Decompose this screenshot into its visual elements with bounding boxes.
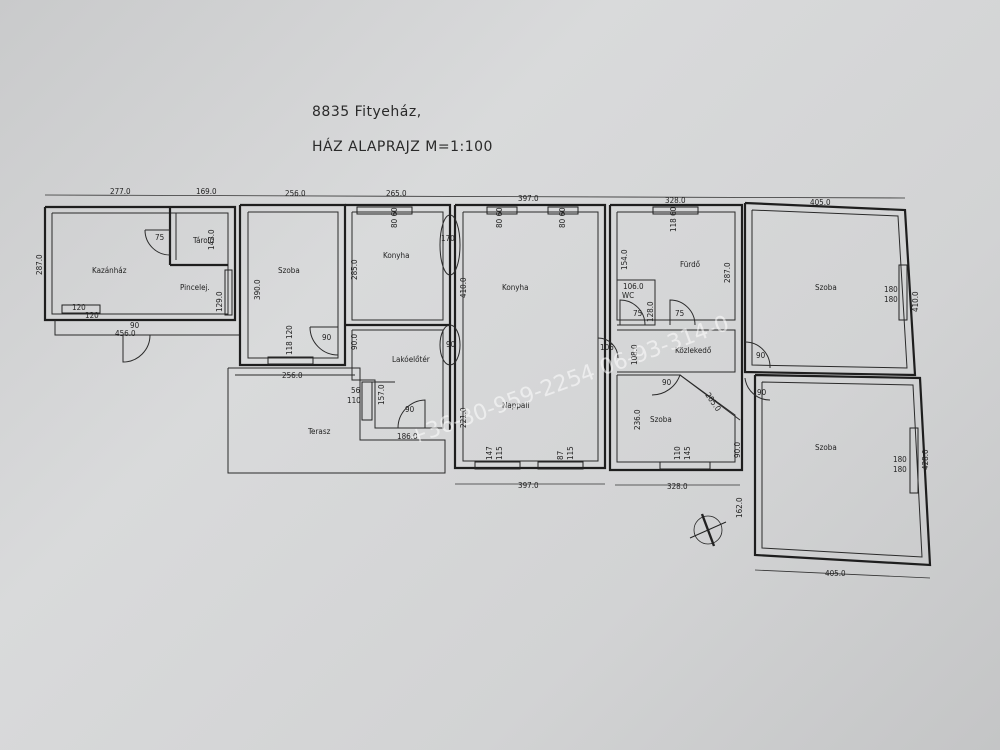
dim-456: 456.0 [115, 329, 136, 338]
room-label-lakoeloter: Lakóelőtér [392, 354, 430, 364]
dim-128: 128.0 [646, 301, 655, 322]
window-110: 110 [673, 446, 682, 460]
window-180a: 180 [884, 285, 898, 294]
window-180b: 180 [884, 295, 898, 304]
room-label-kazanhaz: Kazánház [92, 266, 127, 275]
room-label-szoba4: Szoba [815, 443, 837, 452]
window-87: 87 [556, 451, 565, 460]
room-label-tarolo: Tároló [192, 235, 215, 245]
dim-397-bottom: 397.0 [518, 481, 539, 490]
room-label-pincelej: Pincelej. [180, 283, 210, 292]
window-180c: 180 [893, 455, 907, 464]
door-90g: 90 [757, 388, 767, 397]
dim-265: 265.0 [386, 189, 407, 198]
door-90b: 90 [322, 333, 332, 342]
walls [43, 194, 932, 579]
room-label-szoba3: Szoba [815, 283, 837, 292]
door-170: 170 [441, 234, 455, 243]
room-label-nappali: Nappali [502, 401, 529, 410]
dim-287-left: 287.0 [35, 254, 44, 275]
room-label-konyha2: Konyha [502, 283, 529, 292]
room-label-wc: WC [622, 291, 634, 300]
dim-106: 106.0 [623, 282, 644, 291]
room-label-konyha1: Konyha [383, 251, 410, 260]
window-118-60: 118 60 [669, 206, 678, 232]
doors [122, 214, 771, 429]
door-75c: 75 [675, 309, 684, 318]
dim-162: 162.0 [735, 497, 744, 518]
dim-236: 236.0 [633, 409, 642, 430]
window-80-60a: 80 60 [390, 207, 399, 228]
plan-title: HÁZ ALAPRAJZ M=1:100 [312, 139, 493, 155]
dim-410-right: 410.0 [911, 291, 920, 312]
dim-221: 221.0 [459, 407, 468, 428]
dim-90-lako: 90.0 [350, 334, 359, 350]
dim-328-bottom: 328.0 [667, 482, 688, 491]
room-label-kozlekedo: Közlekedő [675, 346, 712, 355]
dim-154: 154.0 [620, 249, 629, 270]
dim-328-top: 328.0 [665, 196, 686, 205]
dim-186: 186.0 [397, 432, 418, 441]
door-90e: 90 [662, 378, 672, 387]
dim-256-bottom: 256.0 [282, 371, 303, 380]
opening-120a: 120 [72, 303, 86, 312]
window-147: 147 [485, 446, 494, 460]
door-90a: 90 [130, 321, 140, 330]
room-label-szoba2: Szoba [650, 415, 672, 424]
door-75a: 75 [155, 233, 164, 242]
window-118-120: 118 120 [285, 325, 294, 355]
dim-256-top: 256.0 [285, 189, 306, 198]
room-label-furdo: Fürdő [680, 260, 701, 269]
window-145: 145 [683, 446, 692, 460]
window-180d: 180 [893, 465, 907, 474]
dim-285: 285.0 [350, 259, 359, 280]
door-90f: 90 [756, 351, 766, 360]
dim-108: 108.0 [630, 344, 639, 365]
north-arrow-icon [689, 513, 727, 547]
window-80-60c: 80 60 [558, 207, 567, 228]
dim-205: 205.0 [703, 391, 722, 413]
dim-277: 277.0 [110, 187, 131, 196]
dim-405-bottom: 405.0 [825, 569, 846, 578]
dim-157: 157.0 [377, 384, 386, 405]
door-75b: 75 [633, 309, 642, 318]
door-90c: 90 [446, 340, 456, 349]
door-106: 106 [600, 343, 614, 352]
window-80-60b: 80 60 [495, 207, 504, 228]
dim-287-furdo: 287.0 [723, 262, 732, 283]
window-115a: 115 [495, 446, 504, 460]
dim-390: 390.0 [253, 279, 262, 300]
opening-120b: 120 [85, 311, 99, 320]
room-label-terasz: Terasz [307, 427, 331, 436]
window-56: 56 [351, 386, 361, 395]
dim-428: 428.0 [921, 449, 930, 470]
dim-143: 143.0 [207, 229, 216, 250]
dim-90-szoba: 90.0 [733, 442, 742, 458]
dim-410: 410.0 [459, 277, 468, 298]
dim-169: 169.0 [196, 187, 217, 196]
dim-129: 129.0 [215, 291, 224, 312]
dim-405-top: 405.0 [810, 198, 831, 207]
door-90d: 90 [405, 405, 415, 414]
windows [61, 206, 919, 494]
window-115b: 115 [566, 446, 575, 460]
dim-397-top: 397.0 [518, 194, 539, 203]
plan-address: 8835 Fityeház, [312, 104, 422, 120]
room-label-szoba1: Szoba [278, 266, 300, 275]
window-110: 110 [347, 396, 361, 405]
